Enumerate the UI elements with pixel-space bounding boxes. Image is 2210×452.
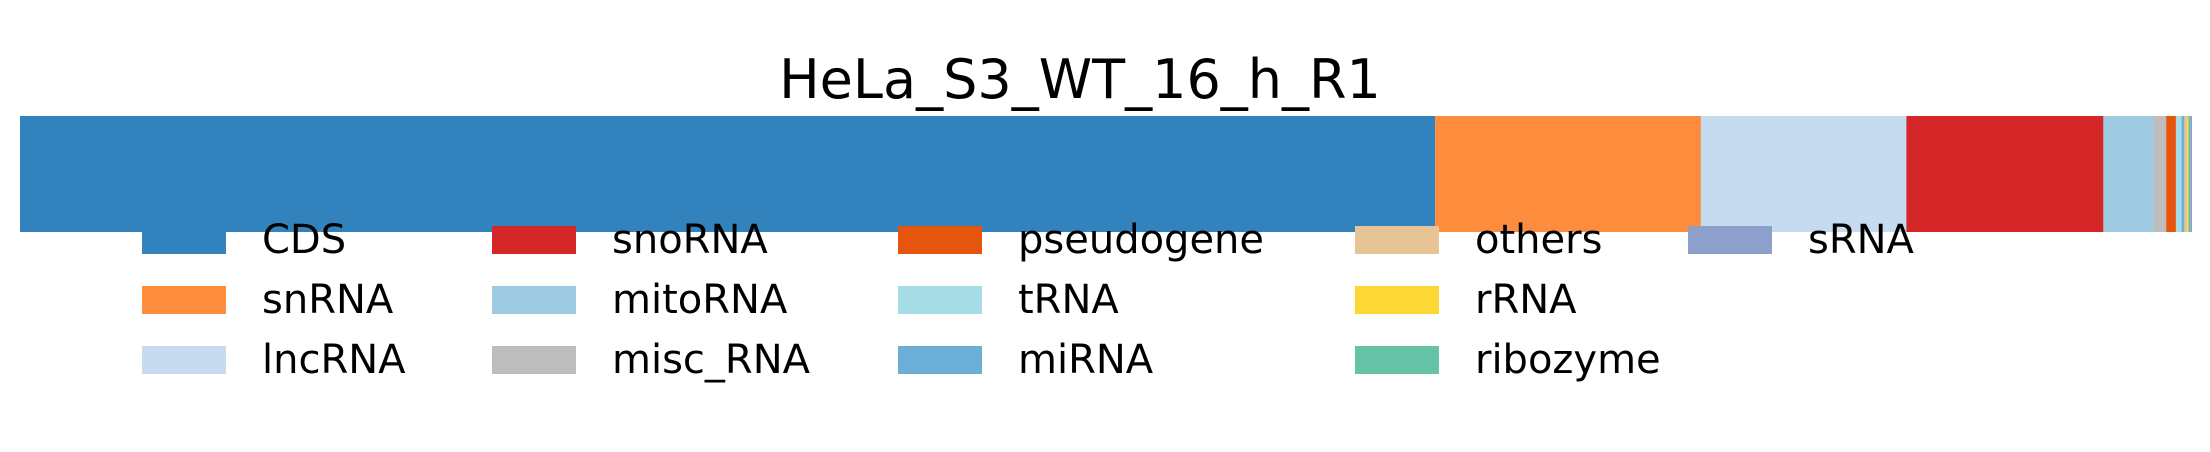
bar-segment-others xyxy=(2184,116,2188,232)
legend-label: sRNA xyxy=(1808,217,1914,263)
stacked-bar xyxy=(20,116,2192,232)
legend-item-others: others xyxy=(1355,210,1602,270)
bar-segment-lncrna xyxy=(1700,116,1907,232)
legend-item-cds: CDS xyxy=(142,210,346,270)
legend-item-lncrna: lncRNA xyxy=(142,330,406,390)
legend-item-mirna: miRNA xyxy=(898,330,1153,390)
legend-item-trna: tRNA xyxy=(898,270,1119,330)
legend-label: snoRNA xyxy=(612,217,768,263)
legend-swatch xyxy=(1355,226,1439,254)
legend-swatch xyxy=(492,286,576,314)
bar-segment-snorna xyxy=(1906,116,2104,232)
legend-swatch xyxy=(1355,346,1439,374)
legend-label: rRNA xyxy=(1475,277,1577,323)
bar-segment-snrna xyxy=(1435,116,1701,232)
legend-label: miRNA xyxy=(1018,337,1154,383)
legend-swatch xyxy=(898,346,982,374)
bar-segment-mitorna xyxy=(2103,116,2154,232)
legend-swatch xyxy=(1688,226,1772,254)
legend-item-snrna: snRNA xyxy=(142,270,393,330)
chart-title: HeLa_S3_WT_16_h_R1 xyxy=(779,48,1381,111)
legend-swatch xyxy=(142,346,226,374)
legend-label: mitoRNA xyxy=(612,277,788,323)
legend-label: CDS xyxy=(262,217,347,263)
bar-segment-cds xyxy=(20,116,1436,232)
legend-label: others xyxy=(1475,217,1603,263)
legend-item-pseudogene: pseudogene xyxy=(898,210,1264,270)
legend-label: snRNA xyxy=(262,277,394,323)
legend-label: lncRNA xyxy=(262,337,406,383)
legend-swatch xyxy=(492,226,576,254)
legend-item-srna: sRNA xyxy=(1688,210,1914,270)
legend-swatch xyxy=(898,226,982,254)
legend-item-rrna: rRNA xyxy=(1355,270,1577,330)
legend-swatch xyxy=(898,286,982,314)
legend-label: tRNA xyxy=(1018,277,1119,323)
bar-segment-srna xyxy=(2190,116,2192,232)
legend-swatch xyxy=(142,286,226,314)
bar-segment-rrna xyxy=(2187,116,2189,232)
bar-segment-ribozyme xyxy=(2188,116,2191,232)
legend-item-snorna: snoRNA xyxy=(492,210,768,270)
legend-item-ribozyme: ribozyme xyxy=(1355,330,1661,390)
legend-label: pseudogene xyxy=(1018,217,1265,263)
legend-item-misc-rna: misc_RNA xyxy=(492,330,810,390)
bar-segment-mirna xyxy=(2181,116,2185,232)
legend-swatch xyxy=(1355,286,1439,314)
legend-swatch xyxy=(492,346,576,374)
bar-segment-misc-rna xyxy=(2153,116,2167,232)
bar-segment-pseudogene xyxy=(2166,116,2176,232)
legend-item-mitorna: mitoRNA xyxy=(492,270,787,330)
legend-swatch xyxy=(142,226,226,254)
legend-label: ribozyme xyxy=(1475,337,1661,383)
legend-label: misc_RNA xyxy=(612,337,810,383)
bar-segment-trna xyxy=(2175,116,2182,232)
